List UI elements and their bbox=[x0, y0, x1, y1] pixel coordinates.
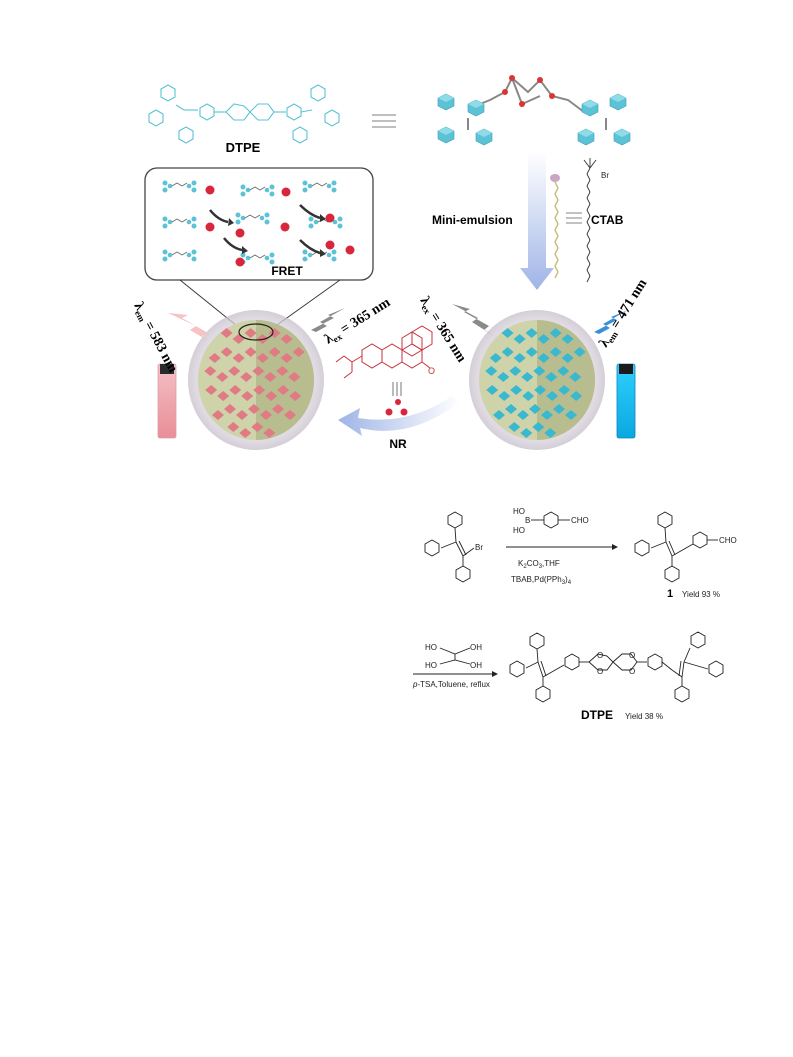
acetal-o-2: O bbox=[597, 667, 603, 676]
dtpe-product-label: DTPE bbox=[581, 708, 613, 722]
fret-label: FRET bbox=[271, 264, 303, 278]
ctab-label: CTAB bbox=[591, 213, 624, 227]
gray-excitation-lightning-icon-right bbox=[452, 304, 494, 336]
left-lambda-ex: λex = 365 nm bbox=[322, 295, 394, 348]
ctab-structure bbox=[583, 158, 597, 283]
step2-conditions: p-TSA,Toluene, reflux bbox=[412, 680, 490, 689]
boronic-acid bbox=[531, 511, 570, 529]
product-1-cho: CHO bbox=[719, 536, 737, 545]
equivalence-sign bbox=[372, 114, 396, 128]
right-lambda-em: λem = 471 nm bbox=[597, 276, 652, 350]
pink-emission-vial bbox=[157, 363, 177, 439]
boronic-ho-top: HO bbox=[513, 507, 525, 516]
product-1-yield: Yield 93 % bbox=[682, 590, 720, 599]
blue-emission-lightning-icon bbox=[588, 310, 628, 340]
triphenylbromoethylene bbox=[424, 511, 475, 583]
nr-loading-arrow bbox=[338, 396, 460, 436]
reagent-oh-2: OH bbox=[470, 661, 482, 670]
boronic-ho-bottom: HO bbox=[513, 526, 525, 535]
reaction-arrow-2 bbox=[413, 671, 498, 677]
acetal-o-3: O bbox=[629, 651, 635, 660]
dtpe-3d-model bbox=[437, 75, 631, 146]
dtpe-label: DTPE bbox=[226, 140, 261, 155]
dtpe-product-structure bbox=[509, 631, 724, 703]
product-1-number: 1 bbox=[667, 588, 673, 600]
dtpe-product-yield: Yield 38 % bbox=[625, 712, 663, 721]
right-nanoparticle bbox=[469, 310, 605, 450]
acetal-o-1: O bbox=[597, 651, 603, 660]
reagent-ho-1: HO bbox=[425, 643, 437, 652]
product-1-structure bbox=[634, 511, 718, 583]
fret-molecules bbox=[162, 180, 355, 267]
reagent-oh-1: OH bbox=[470, 643, 482, 652]
acetal-o-4: O bbox=[629, 667, 635, 676]
mini-emulsion-arrow bbox=[520, 152, 554, 290]
boronic-cho: CHO bbox=[571, 516, 589, 525]
left-nanoparticle bbox=[188, 310, 324, 450]
boronic-b: B bbox=[525, 516, 530, 525]
step1-conditions-1: K2CO3,THF bbox=[518, 559, 560, 570]
gray-excitation-lightning-icon-left bbox=[305, 308, 345, 338]
nr-equivalence bbox=[392, 382, 402, 396]
dtpe-structure bbox=[148, 84, 340, 144]
right-lambda-ex: λex = 365 nm bbox=[416, 294, 469, 366]
nile-red-structure bbox=[335, 325, 433, 379]
pentaerythritol-structure bbox=[439, 647, 471, 665]
nr-dye-dots bbox=[385, 399, 408, 416]
mini-emulsion-label: Mini-emulsion bbox=[432, 213, 513, 227]
reagent-ho-2: HO bbox=[425, 661, 437, 670]
ctab-counterion: Br bbox=[601, 171, 609, 180]
nile-red-carbonyl-o: O bbox=[428, 366, 435, 376]
nr-label: NR bbox=[389, 437, 407, 451]
reaction-arrow-1 bbox=[506, 544, 618, 550]
pink-emission-lightning-icon bbox=[168, 313, 212, 343]
blue-emission-vial bbox=[616, 363, 636, 439]
step1-conditions-2: TBAB,Pd(PPh3)4 bbox=[511, 575, 572, 586]
ctab-surfactant-model bbox=[550, 174, 560, 279]
ctab-equivalence bbox=[566, 212, 582, 224]
bromo-atom: Br bbox=[475, 543, 483, 552]
left-lambda-em: λem = 583 nm bbox=[130, 300, 181, 376]
